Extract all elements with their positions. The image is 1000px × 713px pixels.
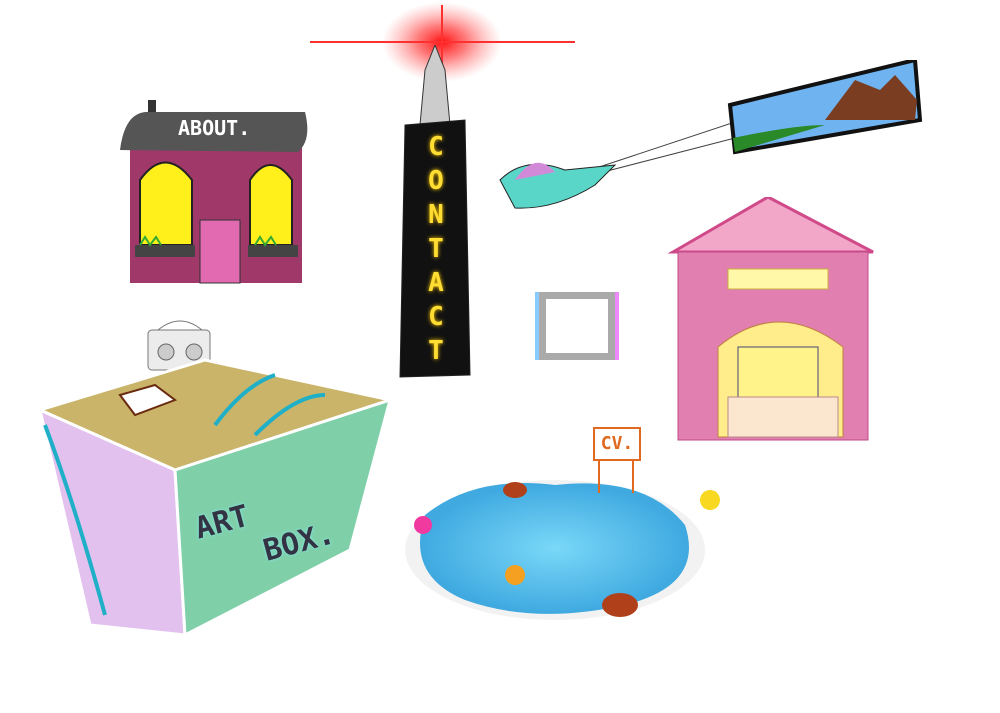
contact-tower[interactable]: CONTACT [395, 45, 475, 380]
cv-sign-label[interactable]: CV. [593, 427, 641, 461]
bird-banner-illustration [499, 60, 923, 209]
tower-illustration [399, 45, 471, 378]
beacon-light [310, 2, 575, 82]
art-box[interactable]: ART BOX. [35, 355, 395, 645]
boombox-icon[interactable] [147, 320, 211, 371]
pond-illustration [405, 457, 720, 620]
bird-banner[interactable] [495, 60, 925, 220]
contact-label[interactable]: CONTACT [428, 132, 444, 366]
museum-building[interactable] [668, 197, 878, 442]
art-box-illustration [35, 358, 395, 638]
museum-illustration [668, 197, 874, 441]
about-label[interactable]: ABOUT. [178, 116, 251, 140]
about-house[interactable]: ABOUT. [120, 100, 310, 285]
cv-pond[interactable]: CV. [385, 425, 735, 635]
house-illustration [120, 100, 308, 284]
glitch-frame[interactable] [525, 288, 630, 368]
